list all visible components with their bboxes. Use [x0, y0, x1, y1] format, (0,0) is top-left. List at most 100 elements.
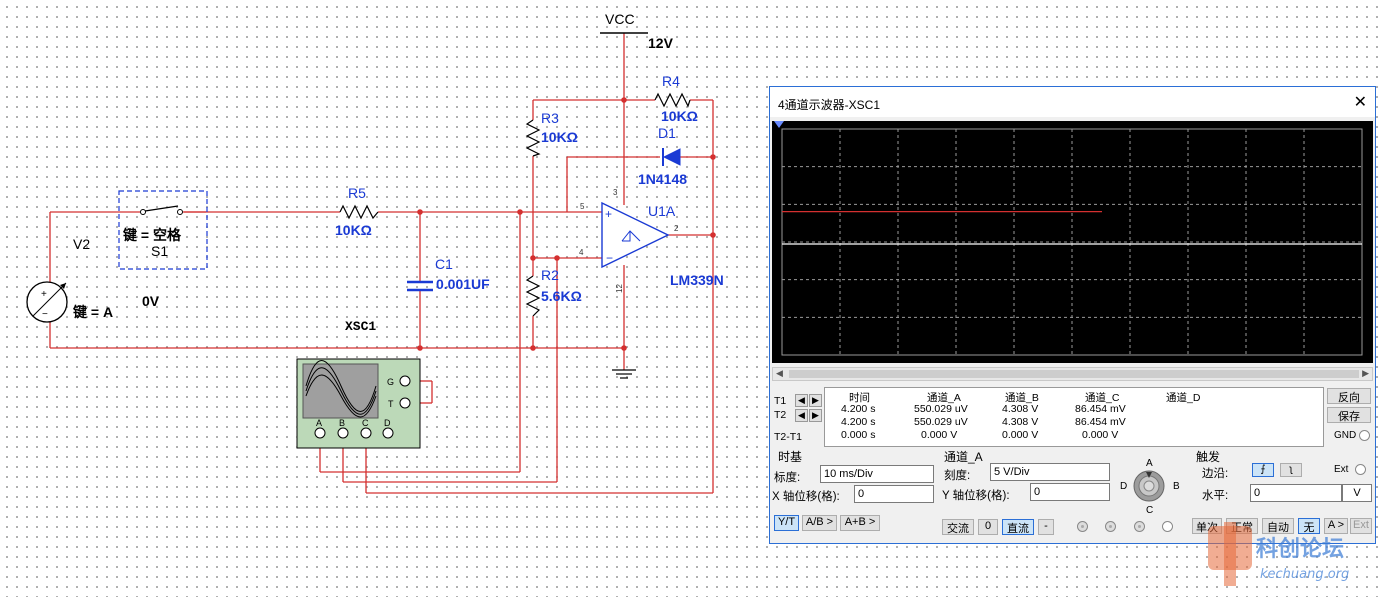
gnd-label: GND [1334, 430, 1357, 441]
coupling-dc-button[interactable]: 直流 [1002, 519, 1034, 535]
diode-d1[interactable]: D1 1N4148 [638, 125, 687, 187]
window-titlebar[interactable]: 4通道示波器-XSC1 ✕ [770, 87, 1375, 117]
switch-s1[interactable]: 键 = 空格 S1 [118, 190, 208, 270]
timebase-section-label: 时基 [778, 450, 803, 464]
r5-value: 10KΩ [335, 222, 372, 238]
trigger-none-button[interactable]: 无 [1298, 518, 1320, 534]
col-header-time: 时间 [849, 392, 870, 404]
v2-value: 0V [142, 293, 160, 309]
vcc-value: 12V [648, 35, 674, 51]
channel-radio-3[interactable] [1134, 521, 1145, 532]
falling-edge-button[interactable]: ʅ [1280, 463, 1302, 477]
t2-left-arrow-icon[interactable]: ◀ [795, 409, 808, 422]
trigger-source-ext-button[interactable]: Ext [1350, 518, 1372, 534]
channel-radio-1[interactable] [1077, 521, 1088, 532]
resistor-r4[interactable]: R4 10KΩ [654, 73, 698, 124]
comparator-u1a[interactable]: + − U1A LM339N 3 5 4 2 12 [579, 188, 724, 293]
cell-t1-ch-a: 550.029 uV [914, 403, 968, 415]
resistor-r5[interactable]: R5 10KΩ [335, 185, 379, 238]
scroll-thumb[interactable] [789, 370, 1359, 378]
xsc1-terminal-c: C [362, 418, 369, 428]
wires [49, 33, 714, 494]
watermark-brand: 科创论坛 [1256, 536, 1344, 562]
save-button[interactable]: 保存 [1327, 407, 1371, 423]
y-position-label: Y 轴位移(格): [942, 490, 1010, 502]
vcc-label: VCC [605, 11, 635, 27]
window-title: 4通道示波器-XSC1 [778, 98, 881, 112]
svg-text:+: + [41, 289, 47, 300]
pin-12: 12 [615, 284, 624, 293]
scroll-left-icon[interactable]: ◀ [776, 368, 783, 378]
knob-label-c: C [1146, 505, 1154, 516]
cell-t2-time: 4.200 s [841, 416, 876, 428]
horizontal-scrollbar[interactable]: ◀ ▶ [772, 367, 1373, 381]
cell-diff-ch-b: 0.000 V [1002, 429, 1039, 441]
watermark-site: kechuang.org [1260, 567, 1349, 582]
channel-section-label: 通道_A [944, 450, 983, 464]
oscilloscope-xsc1[interactable]: XSC1 G T A B C D [296, 319, 421, 449]
knob-label-b: B [1173, 481, 1180, 492]
c1-name: C1 [435, 256, 453, 272]
r2-name: R2 [541, 267, 559, 283]
timebase-scale-field[interactable]: 10 ms/Div [820, 465, 934, 483]
trigger-section-label: 触发 [1196, 450, 1221, 464]
mode-a-plus-b-button[interactable]: A+B > [840, 515, 880, 531]
scroll-right-icon[interactable]: ▶ [1362, 368, 1369, 378]
t1-left-arrow-icon[interactable]: ◀ [795, 394, 808, 407]
xsc1-terminal-g: G [387, 377, 394, 387]
u1a-name: U1A [648, 203, 676, 219]
svg-text:+: + [605, 207, 612, 221]
channel-scale-field[interactable]: 5 V/Div [990, 463, 1110, 481]
scope-grid [781, 128, 1363, 356]
t2-right-arrow-icon[interactable]: ▶ [809, 409, 822, 422]
v2-key: 键 = A [72, 304, 113, 320]
d1-name: D1 [658, 125, 676, 141]
oscilloscope-window[interactable]: 4通道示波器-XSC1 ✕ ◀ ▶ T1 T2 T2-T1 ◀ ▶ ◀ ▶ 时间… [769, 86, 1376, 544]
pin-5: 5 [580, 202, 585, 211]
capacitor-c1[interactable]: C1 0.001UF [407, 256, 490, 292]
trigger-level-unit[interactable]: V [1342, 484, 1372, 502]
coupling-ac-button[interactable]: 交流 [942, 519, 974, 535]
xsc1-terminal-t: T [388, 399, 394, 409]
cell-diff-time: 0.000 s [841, 429, 876, 441]
coupling-minus-button[interactable]: - [1038, 519, 1054, 535]
col-header-ch-c: 通道_C [1085, 392, 1120, 404]
trigger-level-field[interactable]: 0 [1250, 484, 1342, 502]
c1-value: 0.001UF [436, 276, 490, 292]
channel-radio-2[interactable] [1105, 521, 1116, 532]
pin-4: 4 [579, 248, 584, 257]
knob-label-d: D [1120, 481, 1128, 492]
ext-terminal[interactable] [1355, 464, 1366, 475]
resistor-r2[interactable]: R2 5.6KΩ [525, 267, 582, 317]
u1a-value: LM339N [670, 272, 724, 288]
channel-radio-4[interactable] [1162, 521, 1173, 532]
channel-selector-knob-icon[interactable] [1133, 470, 1165, 502]
resistor-r3[interactable]: R3 10KΩ [525, 110, 578, 157]
vcc-symbol[interactable]: VCC 12V [600, 11, 674, 51]
xsc1-terminal-b: B [339, 418, 345, 428]
reverse-button[interactable]: 反向 [1327, 388, 1371, 404]
trigger-auto-button[interactable]: 自动 [1262, 518, 1294, 534]
mode-yt-button[interactable]: Y/T [774, 515, 799, 531]
y-position-field[interactable]: 0 [1030, 483, 1110, 501]
coupling-zero-button[interactable]: 0 [978, 519, 998, 535]
trigger-edge-label: 边沿: [1202, 468, 1229, 480]
pin-3: 3 [613, 188, 618, 197]
voltage-source-v2[interactable]: + − V2 键 = A 0V [26, 236, 160, 323]
trigger-marker-icon[interactable] [774, 121, 784, 128]
r3-value: 10KΩ [541, 129, 578, 145]
trigger-source-a-button[interactable]: A > [1324, 518, 1348, 534]
mode-ab-button[interactable]: A/B > [802, 515, 837, 531]
cell-t2-ch-b: 4.308 V [1002, 416, 1039, 428]
scope-display[interactable] [772, 121, 1373, 363]
t1-right-arrow-icon[interactable]: ▶ [809, 394, 822, 407]
x-position-field[interactable]: 0 [854, 485, 934, 503]
cell-t1-ch-c: 86.454 mV [1075, 403, 1126, 415]
watermark: 科创论坛 kechuang.org [1208, 522, 1349, 586]
gnd-terminal[interactable] [1359, 430, 1370, 441]
rising-edge-button[interactable]: ⨍ [1252, 463, 1274, 477]
d1-value: 1N4148 [638, 171, 687, 187]
close-icon[interactable]: ✕ [1353, 94, 1367, 111]
cell-t1-time: 4.200 s [841, 403, 876, 415]
